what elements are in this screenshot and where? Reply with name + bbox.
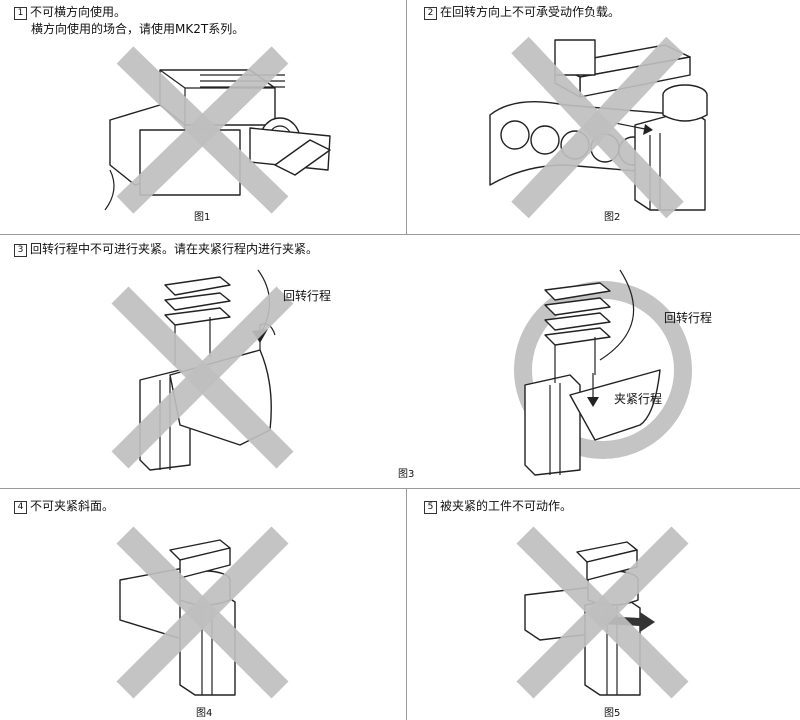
figure-1-illustration (104, 46, 331, 214)
panel-3-text: 回转行程中不可进行夹紧。请在夹紧行程内进行夹紧。 (30, 242, 319, 256)
figure-2-arrowhead (643, 124, 653, 135)
figure-3-label: 图3 (398, 469, 415, 480)
divider-vertical-top (406, 0, 407, 234)
divider-horizontal-bottom (0, 488, 800, 489)
figure-2-illustration (489, 36, 708, 219)
panel-5-text: 被夹紧的工件不可动作。 (440, 499, 573, 513)
figure-4-label: 图4 (196, 708, 213, 719)
divider-vertical-bottom (406, 488, 407, 720)
figure-3-left-illustration (111, 269, 294, 471)
figure-4-illustration (116, 526, 289, 699)
figure-3-right-annotation-rotation: 回转行程 (664, 311, 713, 325)
figure-3-right-clamp-arrowhead (587, 397, 599, 407)
figure-3-right-annotation-clamp: 夹紧行程 (614, 392, 663, 406)
figure-2-label: 图2 (604, 212, 621, 223)
panel-5-number: 5 (424, 501, 437, 514)
figure-4-cross-stroke-b (116, 526, 289, 699)
figure-3-right-illustration (514, 269, 692, 476)
figure-2-cross-stroke-b (511, 36, 684, 219)
divider-horizontal-top (0, 234, 800, 235)
panel-3-number: 3 (14, 244, 27, 257)
figure-3-right-cylinder (524, 282, 661, 476)
figure-1-label: 图1 (194, 212, 211, 223)
panel-2-text: 在回转方向上不可承受动作负载。 (440, 5, 621, 19)
figure-5-illustration (516, 526, 689, 699)
panel-4-number: 4 (14, 501, 27, 514)
figure-2-arrow (614, 122, 646, 130)
figure-3-left-annotation: 回转行程 (283, 289, 332, 303)
panel-2-number: 2 (424, 7, 437, 20)
figure-1-cross-stroke-b (116, 46, 289, 214)
panel-4-text: 不可夹紧斜面。 (30, 499, 115, 513)
panel-1-number: 1 (14, 7, 27, 20)
panel-1-text: 不可横方向使用。 (30, 5, 127, 19)
figure-3-left-cross-stroke-b (111, 286, 294, 469)
figure-5-label: 图5 (604, 708, 621, 719)
panel-1-subtext: 横方向使用的场合，请使用MK2T系列。 (31, 22, 245, 36)
figure-3-right-rotation-arrow (599, 269, 635, 361)
figure-5-cross-stroke-b (516, 526, 689, 699)
